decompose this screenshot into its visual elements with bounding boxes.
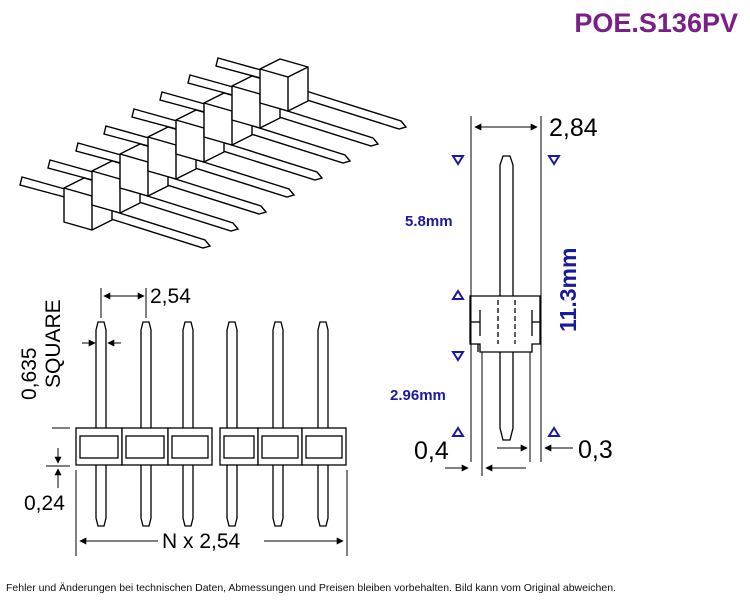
offset-dimension xyxy=(46,427,70,488)
gap-dimensions xyxy=(445,444,573,472)
disclaimer-text: Fehler und Änderungen bei technischen Da… xyxy=(6,582,616,594)
blue-triangle-markers xyxy=(451,155,561,437)
isometric-pin-header-drawing xyxy=(19,57,408,249)
part-number-title: POE.S136PV xyxy=(574,8,738,38)
pitch-dimension xyxy=(100,288,147,318)
pin xyxy=(272,321,284,527)
pin-size-value: 0,635 xyxy=(18,347,41,400)
housing-block-inner xyxy=(79,435,119,459)
side-extension-lines xyxy=(470,116,542,476)
right-gap-label: 0,3 xyxy=(578,436,613,464)
total-length-dimension xyxy=(75,470,348,556)
pin xyxy=(226,321,238,527)
side-view-drawing xyxy=(469,155,541,441)
total-pin-length-label: 11.3mm xyxy=(555,248,581,332)
housing-block-inner xyxy=(261,435,299,459)
pin xyxy=(182,321,194,527)
pin xyxy=(95,321,107,527)
housing-block-inner xyxy=(223,435,255,459)
housing-block-inner xyxy=(171,435,209,459)
pin-size-label: SQUARE xyxy=(42,299,65,388)
housing-block-inner xyxy=(125,435,165,459)
offset-label: 0,24 xyxy=(24,492,65,515)
housing-edge xyxy=(259,66,309,111)
front-view-drawing xyxy=(75,321,347,527)
pitch-label: 2,54 xyxy=(150,285,191,308)
body-width-label: 2,84 xyxy=(549,114,598,142)
total-length-label: N x 2,54 xyxy=(162,530,241,553)
upper-pin-length-label: 5.8mm xyxy=(405,213,453,230)
lower-pin-length-label: 2.96mm xyxy=(390,387,446,404)
pin xyxy=(140,321,152,527)
pin xyxy=(317,321,329,527)
left-gap-label: 0,4 xyxy=(414,437,449,465)
housing-block-inner xyxy=(305,435,343,459)
housing-block xyxy=(259,58,309,112)
